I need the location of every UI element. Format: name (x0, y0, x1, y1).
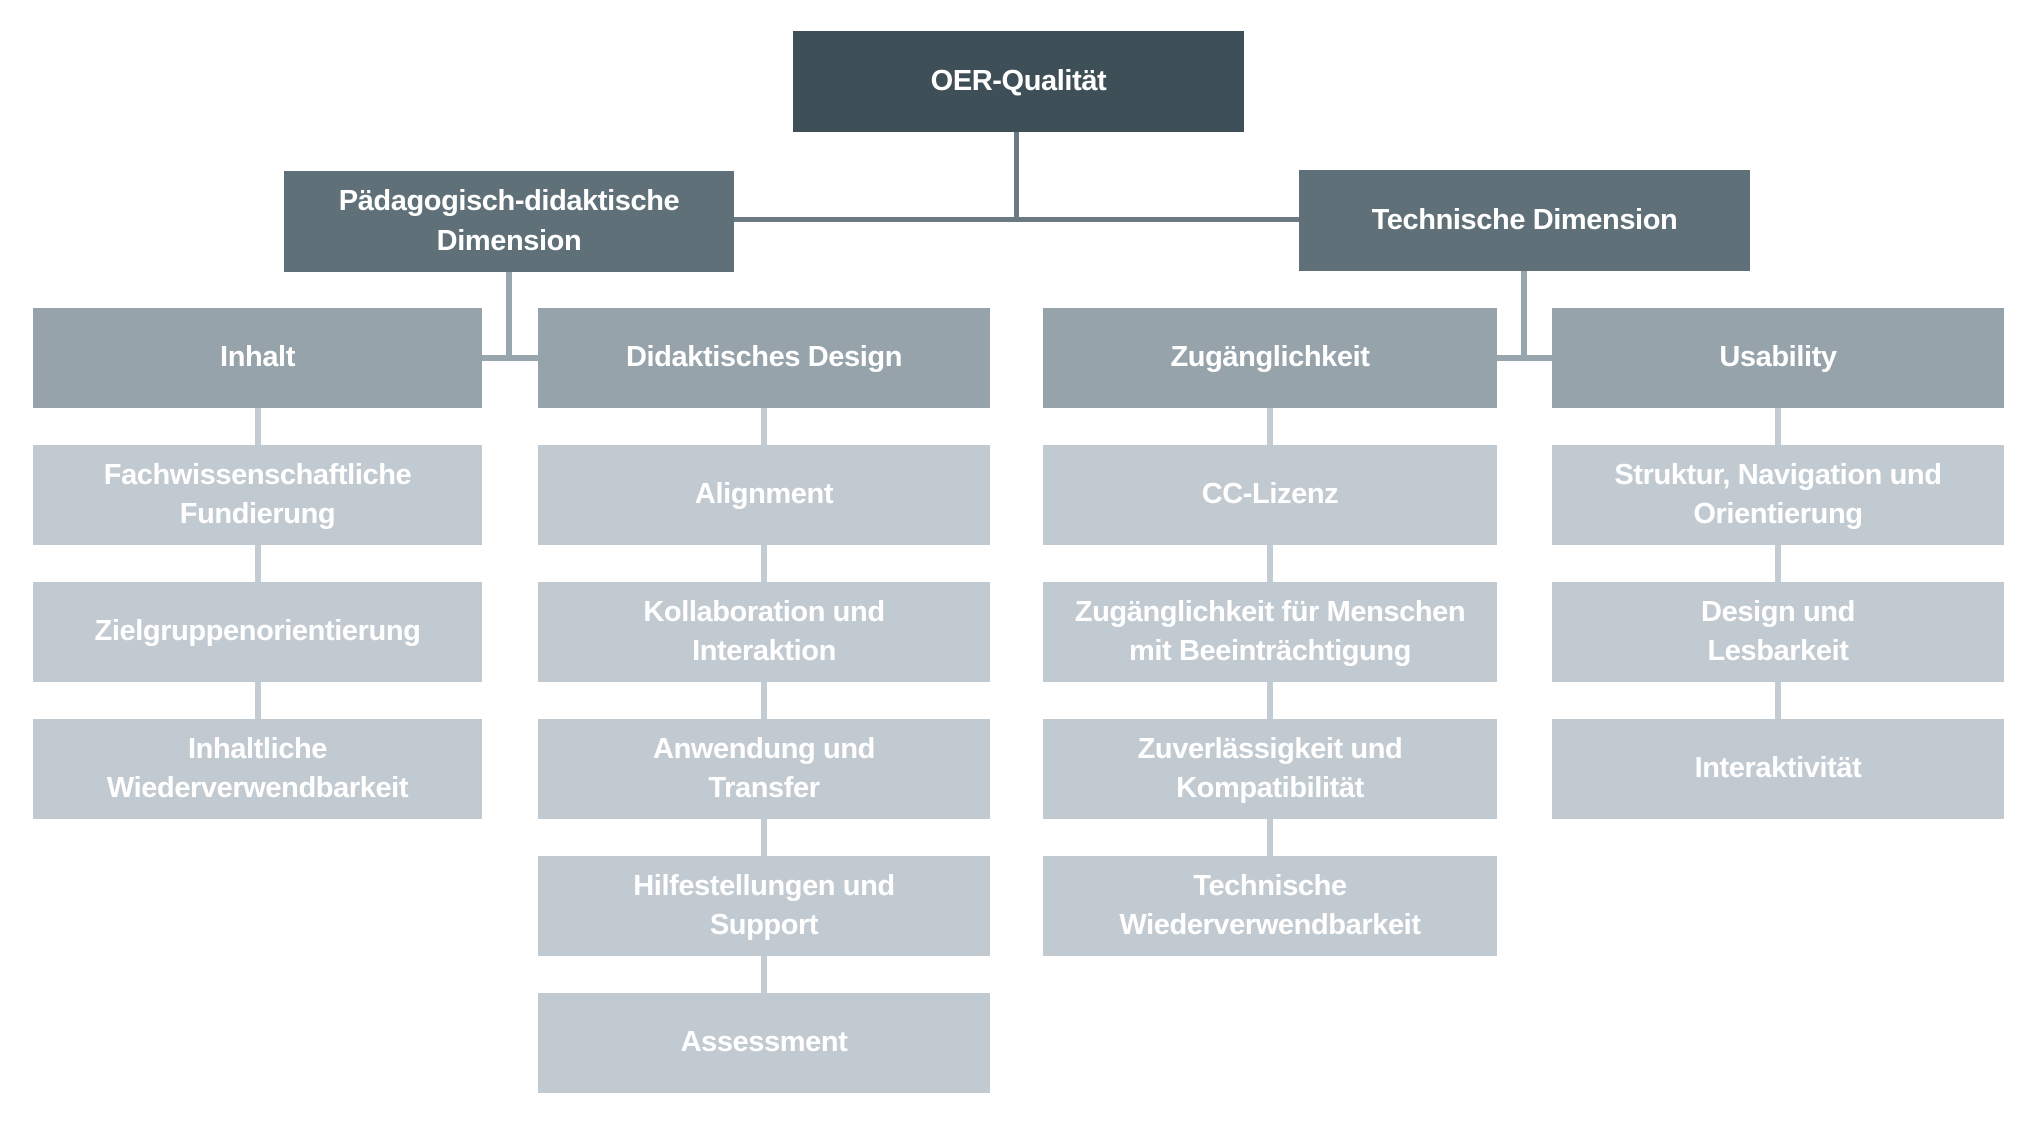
connector-col2-seg2 (761, 545, 767, 582)
connector-col3-seg1 (1267, 408, 1273, 445)
connector-col2-seg5 (761, 956, 767, 993)
node-fachwissenschaftliche-fundierung: Fachwissenschaftliche Fundierung (33, 445, 482, 545)
connector-col2-seg4 (761, 819, 767, 856)
node-zugaenglichkeit: Zugänglichkeit (1043, 308, 1497, 408)
connector-dim-technische-horizontal (1497, 355, 1552, 361)
connector-root-vertical (1014, 132, 1019, 222)
connector-col3-seg4 (1267, 819, 1273, 856)
node-zuverlaessigkeit-und-kompatibilitaet: Zuverlässigkeit und Kompatibilität (1043, 719, 1497, 819)
node-design-und-lesbarkeit: Design und Lesbarkeit (1552, 582, 2004, 682)
connector-col4-seg2 (1775, 545, 1781, 582)
connector-col1-seg2 (255, 545, 261, 582)
node-paedagogisch-didaktische-dimension: Pädagogisch-didaktische Dimension (284, 171, 734, 272)
node-interaktivitaet: Interaktivität (1552, 719, 2004, 819)
node-hilfestellungen-und-support: Hilfestellungen und Support (538, 856, 990, 956)
node-inhalt: Inhalt (33, 308, 482, 408)
node-alignment: Alignment (538, 445, 990, 545)
node-zielgruppenorientierung: Zielgruppenorientierung (33, 582, 482, 682)
node-technische-dimension: Technische Dimension (1299, 170, 1750, 271)
node-didaktisches-design: Didaktisches Design (538, 308, 990, 408)
connector-col4-seg3 (1775, 682, 1781, 719)
node-anwendung-und-transfer: Anwendung und Transfer (538, 719, 990, 819)
node-kollaboration-und-interaktion: Kollaboration und Interaktion (538, 582, 990, 682)
connector-col1-seg1 (255, 408, 261, 445)
connector-col4-seg1 (1775, 408, 1781, 445)
connector-col3-seg2 (1267, 545, 1273, 582)
connector-col2-seg1 (761, 408, 767, 445)
connector-root-horizontal (734, 217, 1299, 222)
node-cc-lizenz: CC-Lizenz (1043, 445, 1497, 545)
node-assessment: Assessment (538, 993, 990, 1093)
node-inhaltliche-wiederverwendbarkeit: Inhaltliche Wiederverwendbarkeit (33, 719, 482, 819)
connector-col1-seg3 (255, 682, 261, 719)
node-usability: Usability (1552, 308, 2004, 408)
connector-dim-paedagogisch-horizontal (482, 355, 538, 361)
node-technische-wiederverwendbarkeit: Technische Wiederverwendbarkeit (1043, 856, 1497, 956)
node-oer-qualitaet: OER-Qualität (793, 31, 1244, 132)
node-zugaenglichkeit-fuer-menschen: Zugänglichkeit für Menschen mit Beeinträ… (1043, 582, 1497, 682)
connector-col3-seg3 (1267, 682, 1273, 719)
node-struktur-navigation-orientierung: Struktur, Navigation und Orientierung (1552, 445, 2004, 545)
connector-dim-technische-vertical (1521, 271, 1527, 360)
connector-col2-seg3 (761, 682, 767, 719)
connector-dim-paedagogisch-vertical (506, 272, 512, 360)
